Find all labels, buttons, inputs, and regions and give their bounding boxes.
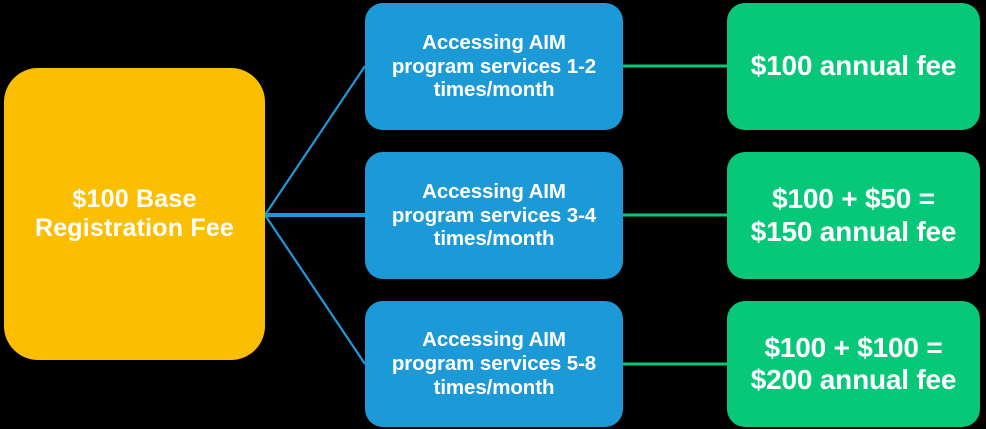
tier-node-3: Accessing AIM program services 5-8 times…	[365, 301, 623, 427]
fee-node-3: $100 + $100 = $200 annual fee	[727, 301, 980, 427]
connector-base-to-tier-1	[264, 65, 366, 216]
base-registration-fee-node: $100 Base Registration Fee	[4, 68, 265, 360]
connector-base-to-tier-3	[264, 214, 366, 365]
tier-node-1: Accessing AIM program services 1-2 times…	[365, 3, 623, 130]
fee-node-2: $100 + $50 = $150 annual fee	[727, 152, 980, 279]
fee-node-1: $100 annual fee	[727, 3, 980, 130]
tier-node-2: Accessing AIM program services 3-4 times…	[365, 152, 623, 279]
